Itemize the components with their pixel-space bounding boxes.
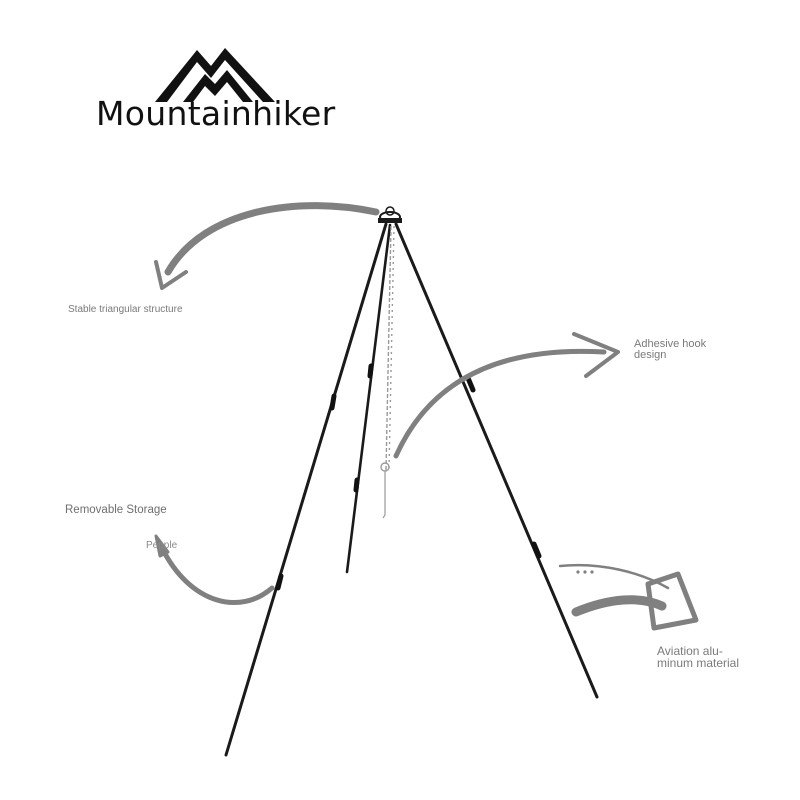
tripod-leg-left: [224, 222, 388, 757]
arrow-stable-structure: [154, 202, 380, 290]
brand-name: Mountainhiker: [96, 94, 336, 133]
callout-aviation-line1: Aviation alu-: [657, 644, 723, 658]
callout-aviation-line2: minum material: [657, 656, 740, 670]
tripod-leg-joints: [275, 363, 542, 591]
callout-stable-structure: Stable triangular structure: [68, 304, 183, 315]
tripod-top-ring: [378, 206, 402, 223]
callout-aviation-material: Aviation alu- minum material: [657, 645, 739, 669]
callout-hook-line2: design: [634, 349, 667, 361]
hanging-chain: [380, 225, 395, 519]
callout-removable-storage: Removable Storage: [65, 504, 167, 516]
callout-hook-line1: Adhesive hook: [634, 338, 707, 350]
arrow-removable-storage: [154, 534, 275, 605]
arrow-hook-design: [393, 332, 620, 459]
tripod-legs: [224, 222, 599, 757]
callout-storage-sub: Pepple: [146, 540, 178, 551]
chain-hook: [380, 462, 390, 472]
mountain-peaks-icon: [155, 48, 275, 102]
tripod-leg-right: [394, 222, 599, 699]
arrow-aviation-material: [558, 563, 699, 631]
tripod-leg-center: [345, 223, 392, 574]
callout-hook-design: Adhesive hook design: [634, 339, 706, 361]
